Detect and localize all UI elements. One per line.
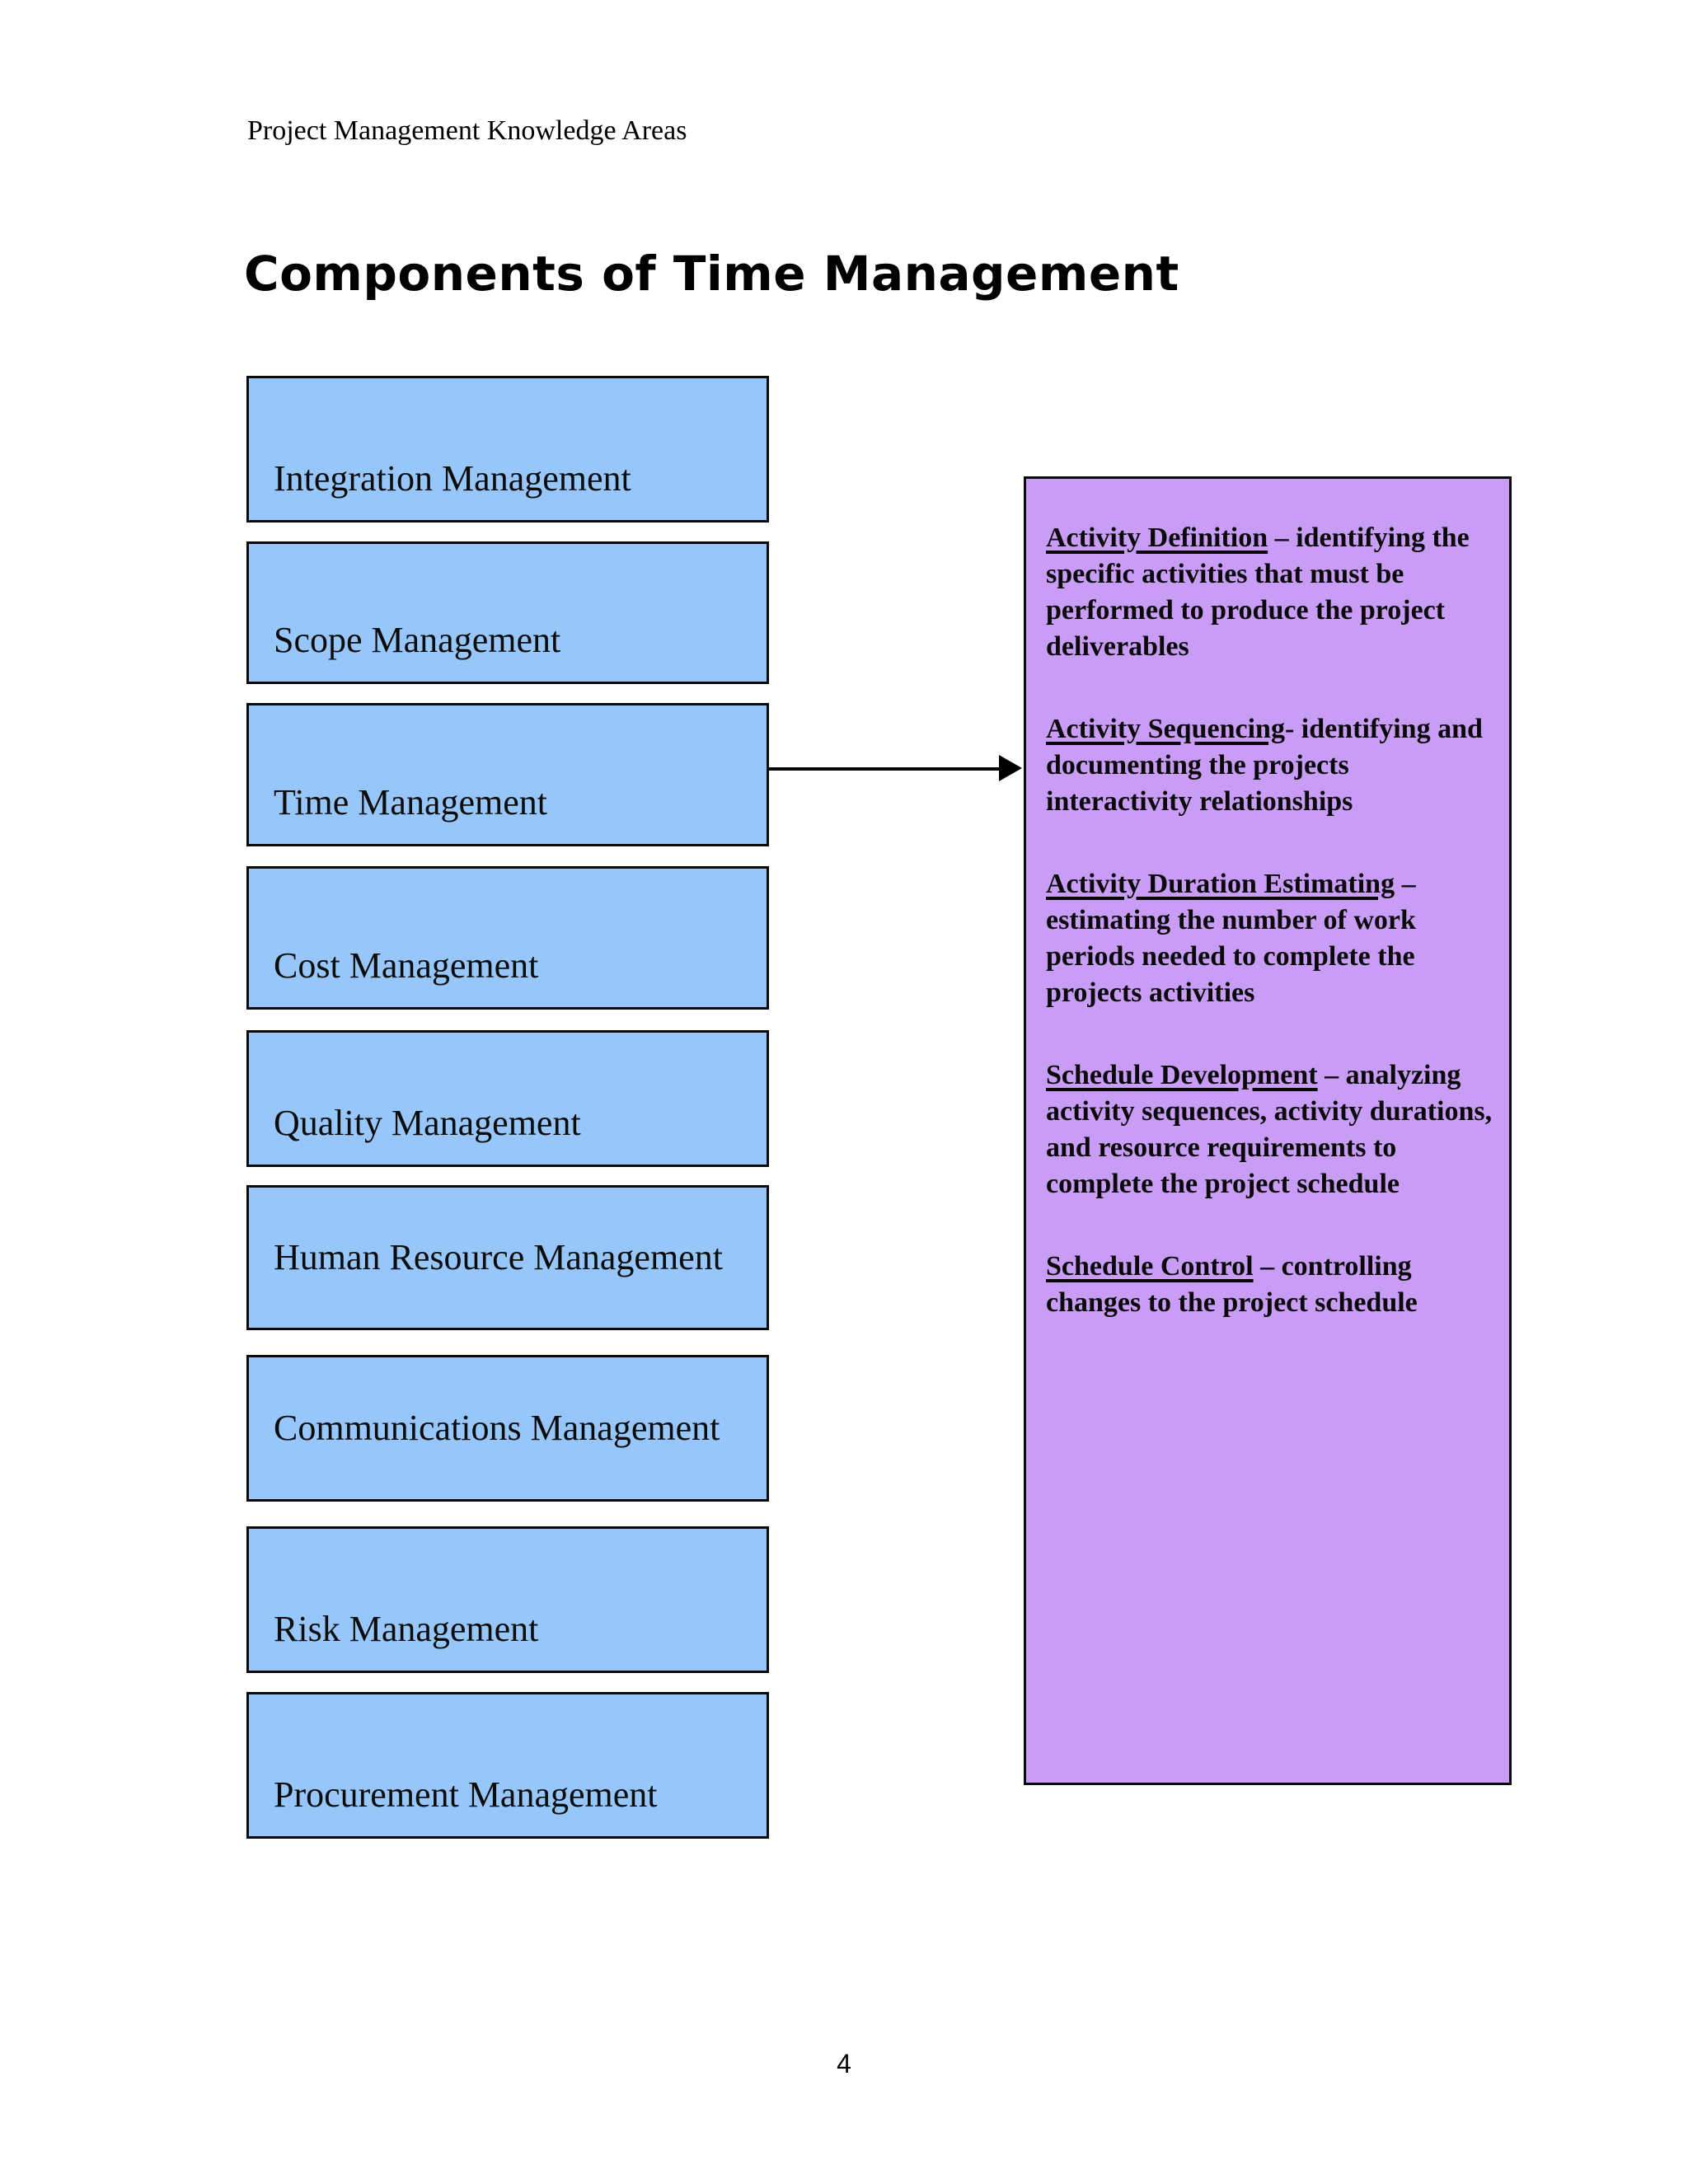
entry-text: – controlling changes to the project sch… bbox=[1046, 1251, 1418, 1318]
box-communications-management: Communications Management bbox=[246, 1355, 769, 1502]
entry-text: – analyzing activity sequences, activity… bbox=[1046, 1060, 1493, 1199]
box-label: Procurement Management bbox=[274, 1774, 658, 1815]
page-number: 4 bbox=[837, 2049, 851, 2079]
time-management-components-panel: Activity Definition – identifying the sp… bbox=[1024, 476, 1512, 1785]
box-label: Time Management bbox=[274, 782, 547, 823]
entry-text: – estimating the number of work periods … bbox=[1046, 869, 1416, 1008]
panel-entry-activity-duration-estimating: Activity Duration Estimating – estimatin… bbox=[1046, 866, 1498, 1011]
box-label: Cost Management bbox=[274, 945, 539, 986]
entry-term: Schedule Development bbox=[1046, 1060, 1318, 1090]
box-label: Quality Management bbox=[274, 1103, 581, 1143]
entry-term: Activity Sequencing bbox=[1046, 714, 1285, 744]
connector-arrow-line bbox=[769, 767, 1001, 771]
box-time-management: Time Management bbox=[246, 703, 769, 846]
box-label: Integration Management bbox=[274, 458, 631, 499]
panel-entry-schedule-development: Schedule Development – analyzing activit… bbox=[1046, 1057, 1498, 1202]
entry-term: Activity Duration Estimating bbox=[1046, 869, 1395, 899]
box-procurement-management: Procurement Management bbox=[246, 1692, 769, 1839]
box-label: Scope Management bbox=[274, 620, 561, 660]
box-cost-management: Cost Management bbox=[246, 866, 769, 1010]
panel-entry-activity-definition: Activity Definition – identifying the sp… bbox=[1046, 520, 1498, 665]
entry-term: Schedule Control bbox=[1046, 1251, 1254, 1282]
panel-entry-schedule-control: Schedule Control – controlling changes t… bbox=[1046, 1249, 1498, 1321]
box-integration-management: Integration Management bbox=[246, 376, 769, 523]
box-risk-management: Risk Management bbox=[246, 1526, 769, 1673]
entry-text: – identifying the specific activities th… bbox=[1046, 523, 1470, 662]
box-label: Risk Management bbox=[274, 1609, 539, 1649]
box-human-resource-management: Human Resource Management bbox=[246, 1185, 769, 1330]
box-scope-management: Scope Management bbox=[246, 541, 769, 684]
box-label: Communications Management bbox=[274, 1408, 720, 1448]
page-title: Components of Time Management bbox=[244, 246, 1179, 302]
entry-term: Activity Definition bbox=[1046, 523, 1268, 553]
panel-entry-activity-sequencing: Activity Sequencing- identifying and doc… bbox=[1046, 711, 1498, 820]
entry-text: - identifying and documenting the projec… bbox=[1046, 714, 1483, 817]
box-label: Human Resource Management bbox=[274, 1237, 723, 1277]
box-quality-management: Quality Management bbox=[246, 1030, 769, 1167]
running-header: Project Management Knowledge Areas bbox=[247, 115, 687, 146]
connector-arrow-head-icon bbox=[999, 755, 1022, 781]
